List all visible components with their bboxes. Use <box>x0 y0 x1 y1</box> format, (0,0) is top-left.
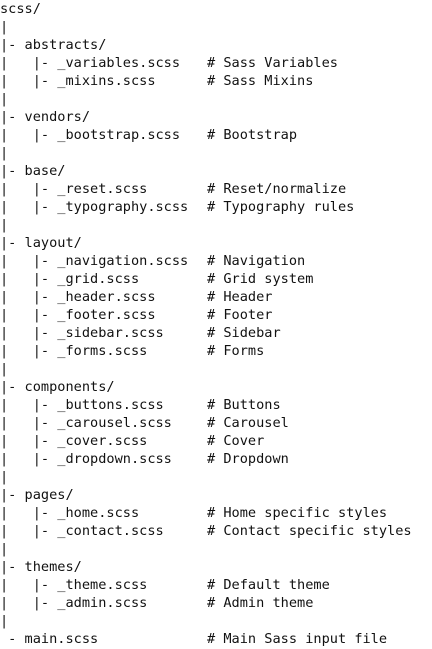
tree-line-file: | |- _carousel.scss # Carousel <box>0 414 432 432</box>
tree-line-main: - main.scss # Main Sass input file <box>0 630 432 648</box>
tree-line-file: | |- _typography.scss # Typography rules <box>0 198 432 216</box>
file-comment: # Buttons <box>207 397 281 413</box>
dir-name: |- pages/ <box>0 487 74 503</box>
file-name: | |- _theme.scss <box>0 577 148 593</box>
root-name: scss/ <box>0 1 41 17</box>
file-comment: # Reset/normalize <box>207 181 347 197</box>
file-name: | |- _footer.scss <box>0 307 156 323</box>
tree-line-dir: |- pages/ <box>0 486 432 504</box>
file-comment: # Home specific styles <box>207 505 388 521</box>
file-comment: # Contact specific styles <box>207 523 412 539</box>
tree-line-dir: |- abstracts/ <box>0 36 432 54</box>
tree-line-pipe: | <box>0 216 432 234</box>
dir-name: |- themes/ <box>0 559 82 575</box>
file-comment: # Admin theme <box>207 595 314 611</box>
file-name: | |- _bootstrap.scss <box>0 127 181 143</box>
file-comment: # Sass Variables <box>207 55 338 71</box>
file-comment: # Default theme <box>207 577 330 593</box>
tree-line-pipe: | <box>0 540 432 558</box>
tree-line-file: | |- _sidebar.scss # Sidebar <box>0 324 432 342</box>
main-name: - main.scss <box>0 631 99 647</box>
file-name: | |- _sidebar.scss <box>0 325 164 341</box>
file-comment: # Header <box>207 289 273 305</box>
tree-line-pipe: | <box>0 468 432 486</box>
file-name: | |- _typography.scss <box>0 199 189 215</box>
file-name: | |- _dropdown.scss <box>0 451 172 467</box>
tree-line-root: scss/ <box>0 0 432 18</box>
file-comment: # Carousel <box>207 415 289 431</box>
file-comment: # Grid system <box>207 271 314 287</box>
tree-line-pipe: | <box>0 612 432 630</box>
file-name: | |- _grid.scss <box>0 271 140 287</box>
tree-line-file: | |- _forms.scss # Forms <box>0 342 432 360</box>
tree-line-file: | |- _bootstrap.scss # Bootstrap <box>0 126 432 144</box>
tree-line-pipe: | <box>0 90 432 108</box>
file-name: | |- _forms.scss <box>0 343 148 359</box>
tree-line-pipe: | <box>0 18 432 36</box>
tree-connector: | <box>0 469 9 485</box>
file-comment: # Sass Mixins <box>207 73 314 89</box>
dir-name: |- components/ <box>0 379 115 395</box>
file-name: | |- _home.scss <box>0 505 140 521</box>
tree-line-file: | |- _navigation.scss # Navigation <box>0 252 432 270</box>
dir-name: |- vendors/ <box>0 109 91 125</box>
file-comment: # Navigation <box>207 253 306 269</box>
tree-line-file: | |- _mixins.scss # Sass Mixins <box>0 72 432 90</box>
dir-name: |- layout/ <box>0 235 82 251</box>
file-comment: # Footer <box>207 307 273 323</box>
tree-line-dir: |- vendors/ <box>0 108 432 126</box>
tree-connector: | <box>0 217 9 233</box>
tree-connector: | <box>0 91 9 107</box>
file-name: | |- _mixins.scss <box>0 73 156 89</box>
tree-line-dir: |- layout/ <box>0 234 432 252</box>
file-name: | |- _header.scss <box>0 289 156 305</box>
file-name: | |- _reset.scss <box>0 181 148 197</box>
tree-connector: | <box>0 361 9 377</box>
file-name: | |- _variables.scss <box>0 55 181 71</box>
file-name: | |- _buttons.scss <box>0 397 164 413</box>
tree-line-file: | |- _dropdown.scss # Dropdown <box>0 450 432 468</box>
tree-line-file: | |- _grid.scss # Grid system <box>0 270 432 288</box>
tree-line-file: | |- _admin.scss # Admin theme <box>0 594 432 612</box>
file-name: | |- _navigation.scss <box>0 253 189 269</box>
file-comment: # Dropdown <box>207 451 289 467</box>
tree-connector: | <box>0 145 9 161</box>
tree-line-file: | |- _theme.scss # Default theme <box>0 576 432 594</box>
file-comment: # Cover <box>207 433 265 449</box>
tree-line-file: | |- _cover.scss # Cover <box>0 432 432 450</box>
file-comment: # Forms <box>207 343 265 359</box>
tree-line-file: | |- _variables.scss # Sass Variables <box>0 54 432 72</box>
tree-line-file: | |- _footer.scss # Footer <box>0 306 432 324</box>
file-comment: # Main Sass input file <box>207 631 388 647</box>
file-comment: # Bootstrap <box>207 127 298 143</box>
dir-name: |- abstracts/ <box>0 37 107 53</box>
tree-connector: | <box>0 19 9 35</box>
tree-line-dir: |- base/ <box>0 162 432 180</box>
tree-line-file: | |- _contact.scss # Contact specific sty… <box>0 522 432 540</box>
file-name: | |- _admin.scss <box>0 595 148 611</box>
tree-line-dir: |- themes/ <box>0 558 432 576</box>
tree-line-file: | |- _buttons.scss # Buttons <box>0 396 432 414</box>
tree-line-dir: |- components/ <box>0 378 432 396</box>
file-name: | |- _carousel.scss <box>0 415 172 431</box>
tree-line-pipe: | <box>0 360 432 378</box>
file-name: | |- _contact.scss <box>0 523 164 539</box>
tree-connector: | <box>0 613 9 629</box>
file-comment: # Typography rules <box>207 199 355 215</box>
tree-line-file: | |- _home.scss # Home specific styles <box>0 504 432 522</box>
tree-line-file: | |- _header.scss # Header <box>0 288 432 306</box>
file-name: | |- _cover.scss <box>0 433 148 449</box>
tree-connector: | <box>0 541 9 557</box>
tree-line-file: | |- _reset.scss # Reset/normalize <box>0 180 432 198</box>
dir-name: |- base/ <box>0 163 66 179</box>
file-comment: # Sidebar <box>207 325 281 341</box>
tree-line-pipe: | <box>0 144 432 162</box>
